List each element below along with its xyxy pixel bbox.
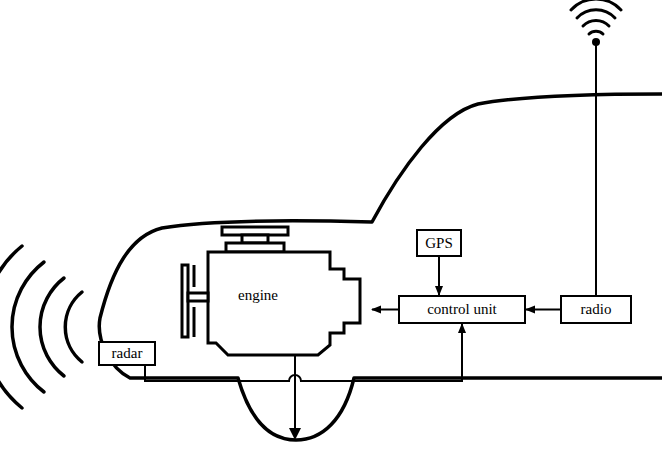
car-body (99, 94, 662, 440)
engine-shape: engine (180, 225, 372, 357)
signal-arrow (372, 309, 398, 311)
signal-arrow (438, 257, 440, 295)
node-label: GPS (425, 235, 453, 252)
radio-wave (571, 0, 621, 10)
radar-wave (65, 292, 82, 362)
radio-wave (589, 31, 603, 34)
antenna-tip (592, 38, 600, 46)
node-label: engine (238, 287, 278, 304)
gps-box: GPS (416, 229, 462, 257)
radar-wave (0, 246, 22, 408)
radio-box: radio (560, 295, 632, 324)
engine-output-line (294, 354, 296, 430)
antenna (595, 42, 597, 296)
node-label: radar (112, 345, 143, 362)
node-label: radio (581, 301, 612, 318)
radar-wave (12, 262, 44, 392)
radar-box: radar (98, 341, 156, 366)
radio-wave (583, 20, 609, 26)
node-label: control unit (427, 301, 497, 318)
radar-wave (40, 278, 64, 376)
radio-wave (577, 10, 615, 18)
signal-arrow (526, 309, 560, 311)
control-unit-box: control unit (398, 295, 526, 324)
arrow-head (289, 428, 301, 440)
